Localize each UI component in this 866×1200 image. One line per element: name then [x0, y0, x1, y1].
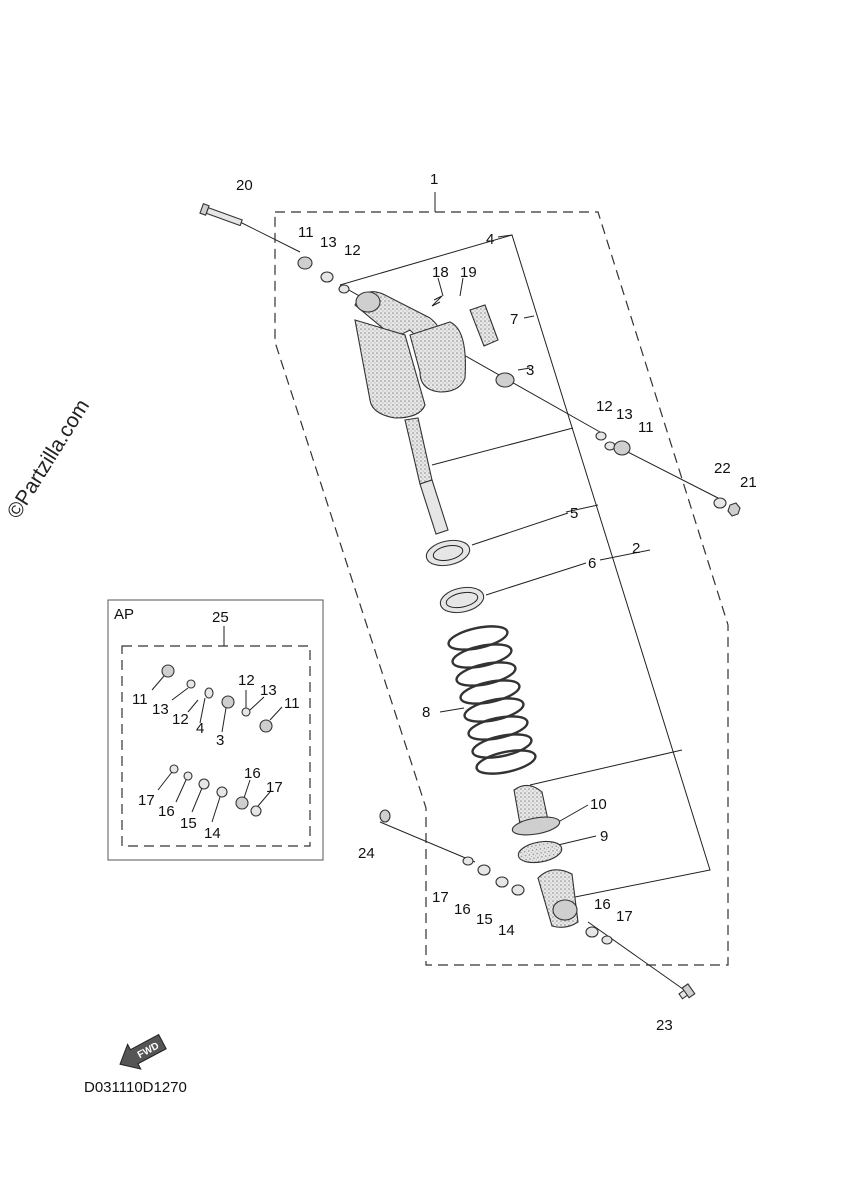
inset-callout-13-right: 13 — [260, 682, 277, 699]
inset-callout-17: 17 — [138, 792, 155, 809]
part-21-nut — [727, 502, 741, 517]
callout-19: 19 — [460, 264, 477, 281]
part-11-collar — [297, 256, 313, 270]
inset-callout-3: 3 — [216, 732, 224, 749]
callout-5: 5 — [570, 505, 578, 522]
part-14-bushing — [511, 884, 525, 896]
watermark: ©Partzilla.com — [3, 395, 94, 522]
lower-eye — [537, 869, 579, 928]
callout-9: 9 — [600, 828, 608, 845]
part-12-washer-right — [595, 431, 607, 441]
part-6-ring — [439, 586, 485, 614]
callout-24: 24 — [358, 845, 375, 862]
callout-8: 8 — [422, 704, 430, 721]
part-12-washer — [338, 284, 350, 294]
callout-4: 4 — [486, 231, 494, 248]
part-18-clip — [431, 295, 443, 307]
inset-callout-12: 12 — [172, 711, 189, 728]
inset-callout-16-right: 16 — [244, 765, 261, 782]
part-11-collar-right — [613, 440, 631, 456]
diagram-code: D031110D1270 — [84, 1079, 187, 1096]
callout-12-right: 12 — [596, 398, 613, 415]
ap-inset: AP 25 11 13 12 4 3 12 13 11 — [107, 599, 324, 861]
shock-rod — [404, 417, 449, 535]
callout-18: 18 — [432, 264, 449, 281]
part-16-seal-left — [477, 864, 491, 876]
part-10-bump-stop — [511, 784, 561, 836]
inset-callout-12-right: 12 — [238, 672, 255, 689]
callout-13-right: 13 — [616, 406, 633, 423]
part-4-shock-body — [354, 291, 466, 419]
part-13-seal — [320, 271, 334, 283]
inset-callout-17-right: 17 — [266, 779, 283, 796]
callout-14: 14 — [498, 922, 515, 939]
callout-3: 3 — [526, 362, 534, 379]
inset-callout-11-right: 11 — [284, 695, 300, 712]
callout-6: 6 — [588, 555, 596, 572]
inset-callout-16: 16 — [158, 803, 175, 820]
inset-callout-25: 25 — [212, 609, 229, 626]
callout-23: 23 — [656, 1017, 673, 1034]
callout-2: 2 — [632, 540, 640, 557]
inset-callout-11: 11 — [132, 691, 148, 708]
callout-1: 1 — [430, 171, 438, 188]
inset-callout-15: 15 — [180, 815, 197, 832]
part-9-guide — [517, 840, 563, 864]
callout-22: 22 — [714, 460, 731, 477]
callout-17-right: 17 — [616, 908, 633, 925]
part-22-washer — [713, 497, 727, 509]
part-16-seal-right — [585, 926, 599, 938]
callout-17: 17 — [432, 889, 449, 906]
part-3-collar — [495, 372, 515, 388]
part-24-grease-nipple — [379, 809, 391, 823]
inset-callout-14: 14 — [204, 825, 221, 842]
subassembly-4-outline — [339, 234, 711, 901]
callout-7: 7 — [510, 311, 518, 328]
fwd-arrow-icon: FWD — [119, 1033, 167, 1070]
part-23-bolt — [678, 983, 696, 1000]
part-17-washer-right — [601, 935, 613, 945]
callout-11-right: 11 — [638, 419, 654, 436]
callout-15: 15 — [476, 911, 493, 928]
callout-11: 11 — [298, 224, 314, 241]
part-20-bolt — [199, 203, 243, 227]
inset-callout-13: 13 — [152, 701, 169, 718]
part-19-label-plate — [469, 304, 499, 347]
callout-10: 10 — [590, 796, 607, 813]
callout-20: 20 — [236, 177, 253, 194]
part-8-spring — [447, 625, 537, 775]
callout-16: 16 — [454, 901, 471, 918]
callout-12: 12 — [344, 242, 361, 259]
inset-label: AP — [114, 606, 134, 623]
part-15-bearing — [495, 876, 509, 888]
callout-13: 13 — [320, 234, 337, 251]
callout-16-right: 16 — [594, 896, 611, 913]
callout-21: 21 — [740, 474, 757, 491]
part-5-ring — [425, 539, 471, 567]
assembly-1-outline — [274, 211, 729, 966]
part-17-washer-left — [462, 856, 474, 866]
inset-callout-4: 4 — [196, 720, 204, 737]
